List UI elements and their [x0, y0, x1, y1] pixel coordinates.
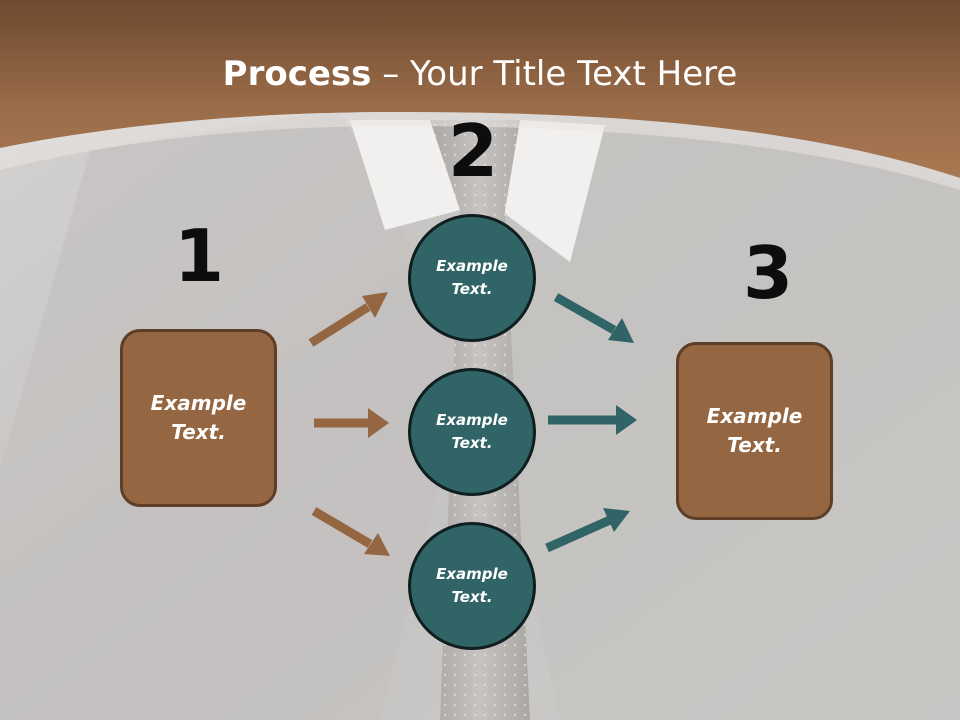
process-circle-bottom: Example Text.: [408, 522, 536, 650]
header-band: [0, 0, 960, 178]
arrow-top-to-right: [553, 293, 634, 343]
title-bold: Process: [222, 54, 372, 94]
title-rest: Your Title Text Here: [410, 54, 738, 94]
left-box-line2: Text.: [171, 420, 226, 444]
arrow-middle-to-right: [548, 405, 637, 435]
arrow-left-to-top: [308, 292, 388, 347]
step-number-2: 2: [447, 109, 499, 193]
shirt-collar-right: [500, 120, 605, 262]
circle-middle-line1: Example: [436, 411, 508, 429]
left-process-box: Example Text.: [120, 329, 277, 507]
step-number-1: 1: [173, 214, 225, 298]
circle-middle-line2: Text.: [451, 434, 493, 452]
shirt-collar-left: [350, 120, 460, 230]
circle-top-line1: Example: [436, 257, 508, 275]
circle-top-line2: Text.: [451, 280, 493, 298]
left-box-line1: Example: [150, 391, 247, 415]
arrow-left-to-middle: [314, 408, 389, 438]
header-band-highlight: [0, 112, 960, 190]
step-number-3: 3: [742, 231, 794, 315]
arrow-bottom-to-right: [545, 508, 630, 553]
process-circle-middle: Example Text.: [408, 368, 536, 496]
circle-bottom-line1: Example: [436, 565, 508, 583]
right-box-line1: Example: [706, 404, 803, 428]
arrow-left-to-bottom: [311, 507, 390, 556]
right-box-line2: Text.: [727, 433, 782, 457]
right-process-box: Example Text.: [676, 342, 833, 520]
circle-bottom-line2: Text.: [451, 588, 493, 606]
slide-title: Process – Your Title Text Here: [0, 52, 960, 96]
title-separator: –: [371, 54, 411, 94]
process-circle-top: Example Text.: [408, 214, 536, 342]
